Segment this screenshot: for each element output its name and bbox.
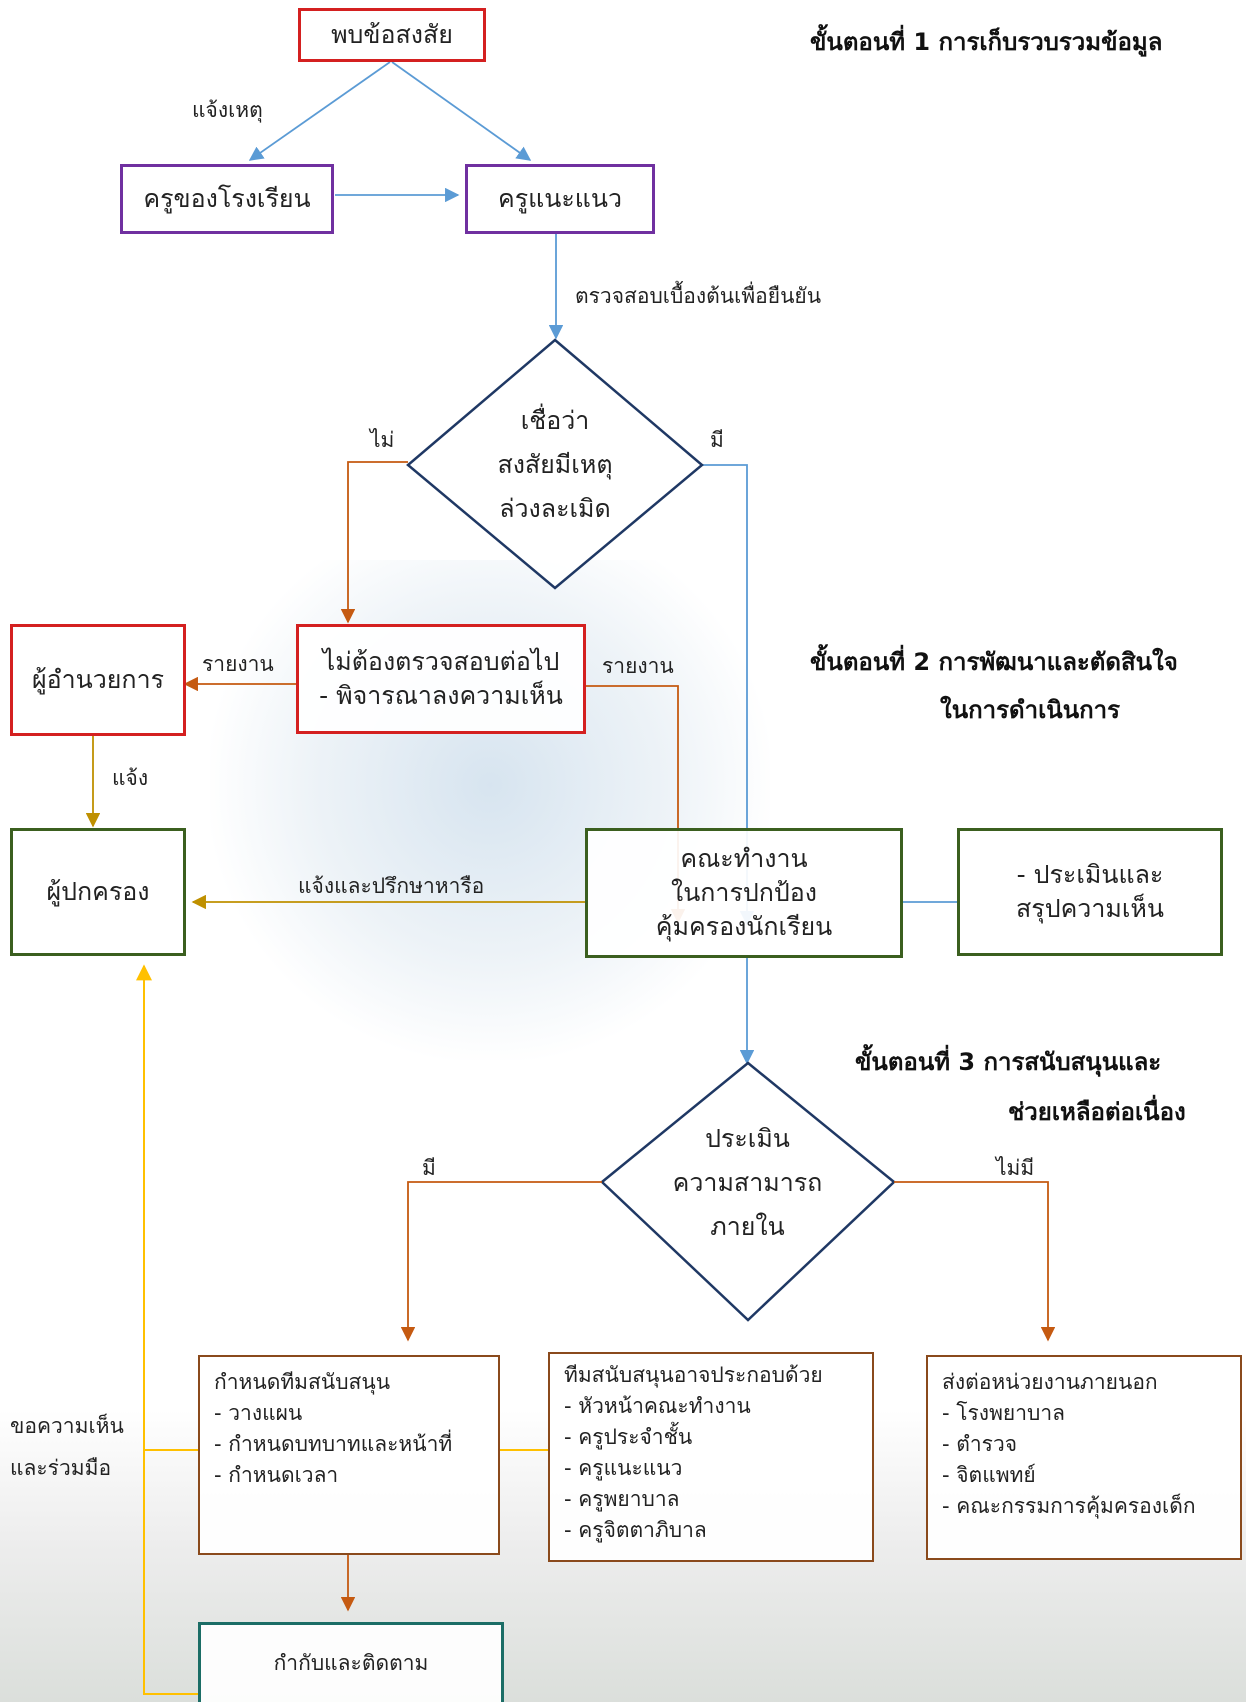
- edge-label-initial-check: ตรวจสอบเบื้องต้นเพื่อยืนยัน: [575, 284, 822, 308]
- node-support-team: กำหนดทีมสนับสนุน - วางแผน - กำหนดบทบาทแล…: [198, 1355, 500, 1555]
- edge-monitor-to-parent: [136, 964, 198, 1695]
- node-evaluate-summary: - ประเมินและ สรุปความเห็น: [957, 828, 1223, 956]
- list-title: กำหนดทีมสนับสนุน: [214, 1370, 391, 1394]
- edge-label-yes: มี: [710, 428, 724, 452]
- edge-no-to-nocheck: [340, 461, 408, 624]
- list-item: - ครูประจำชั้น: [564, 1425, 693, 1450]
- list-item: - ครูจิตตาภิบาล: [564, 1518, 707, 1543]
- node-label: ผู้ปกครอง: [46, 877, 150, 907]
- node-found-suspicion: พบข้อสงสัย: [298, 8, 486, 62]
- decision-suspect-label: เชื่อว่า สงสัยมีเหตุ ล่วงละเมิด: [497, 406, 613, 523]
- node-team-members: ทีมสนับสนุนอาจประกอบด้วย - หัวหน้าคณะทำง…: [548, 1352, 874, 1562]
- edge-label-ask-opinion-1: ขอความเห็น: [10, 1414, 124, 1438]
- node-no-further-check: ไม่ต้องตรวจสอบต่อไป - พิจารณาลงความเห็น: [296, 624, 586, 734]
- edge-label-report-left: รายงาน: [202, 652, 274, 676]
- node-label: กำกับและติดตาม: [273, 1651, 429, 1676]
- edge-label-notify-incident: แจ้งเหตุ: [192, 98, 263, 122]
- node-school-teacher: ครูของโรงเรียน: [120, 164, 334, 234]
- edge-label-notify-consult: แจ้งและปรึกษาหารือ: [298, 874, 485, 898]
- node-label-line1: - ประเมินและ: [1016, 860, 1164, 890]
- node-parent: ผู้ปกครอง: [10, 828, 186, 956]
- edge-label-notify: แจ้ง: [112, 766, 149, 790]
- decision-diamond-capacity: [600, 1061, 896, 1322]
- edge-label-ask-opinion-2: และร่วมมือ: [10, 1456, 112, 1480]
- edge-found-to-school-teacher: [248, 61, 391, 161]
- node-label: ครูของโรงเรียน: [143, 184, 311, 214]
- edge-label-report-right: รายงาน: [602, 654, 674, 678]
- list-item: - ครูพยาบาล: [564, 1487, 680, 1512]
- edge-capacity-yes: [400, 1181, 602, 1342]
- decision-diamond-suspect: [406, 338, 704, 590]
- node-guidance-teacher: ครูแนะแนว: [465, 164, 655, 234]
- list-item: - ตำรวจ: [942, 1432, 1018, 1457]
- list-item: - คณะกรรมการคุ้มครองเด็ก: [942, 1494, 1196, 1519]
- list-title: ส่งต่อหน่วยงานภายนอก: [942, 1370, 1158, 1394]
- node-label: พบข้อสงสัย: [331, 20, 453, 50]
- node-external-referral: ส่งต่อหน่วยงานภายนอก - โรงพยาบาล - ตำรวจ…: [926, 1355, 1242, 1560]
- edge-label-capacity-yes: มี: [422, 1156, 436, 1180]
- step-3-subheading: ช่วยเหลือต่อเนื่อง: [1008, 1098, 1186, 1126]
- node-director: ผู้อำนวยการ: [10, 624, 186, 736]
- list-item: - หัวหน้าคณะทำงาน: [564, 1394, 751, 1419]
- edge-label-no: ไม่: [370, 428, 395, 452]
- list-item: - วางแผน: [214, 1401, 303, 1426]
- list-item: - ครูแนะแนว: [564, 1456, 683, 1481]
- step-3-heading: ขั้นตอนที่ 3 การสนับสนุนและ: [855, 1048, 1162, 1076]
- list-item: - จิตแพทย์: [942, 1463, 1036, 1488]
- list-item: - โรงพยาบาล: [942, 1401, 1065, 1426]
- node-label-line1: ไม่ต้องตรวจสอบต่อไป: [322, 647, 560, 677]
- node-working-committee: คณะทำงาน ในการปกป้อง คุ้มครองนักเรียน: [585, 828, 903, 958]
- node-label-line2: สรุปความเห็น: [1016, 894, 1164, 923]
- decision-capacity-label: ประเมิน ความสามารถ ภายใน: [672, 1124, 823, 1241]
- node-monitor: กำกับและติดตาม: [198, 1622, 504, 1702]
- edge-capacity-no: [894, 1181, 1056, 1342]
- node-label-line2: - พิจารณาลงความเห็น: [319, 681, 563, 710]
- node-label: ผู้อำนวยการ: [31, 665, 165, 695]
- list-item: - กำหนดบทบาทและหน้าที่: [214, 1432, 453, 1457]
- node-label: ครูแนะแนว: [497, 184, 623, 214]
- list-title: ทีมสนับสนุนอาจประกอบด้วย: [564, 1363, 823, 1387]
- edge-found-to-guidance: [391, 61, 532, 161]
- step-1-heading: ขั้นตอนที่ 1 การเก็บรวบรวมข้อมูล: [810, 28, 1163, 56]
- edge-yes-to-committee: [702, 464, 755, 926]
- list-item: - กำหนดเวลา: [214, 1463, 339, 1488]
- step-2-heading: ขั้นตอนที่ 2 การพัฒนาและตัดสินใจ: [810, 648, 1178, 676]
- edge-label-capacity-no: ไม่มี: [996, 1156, 1035, 1180]
- step-2-subheading: ในการดำเนินการ: [940, 696, 1120, 724]
